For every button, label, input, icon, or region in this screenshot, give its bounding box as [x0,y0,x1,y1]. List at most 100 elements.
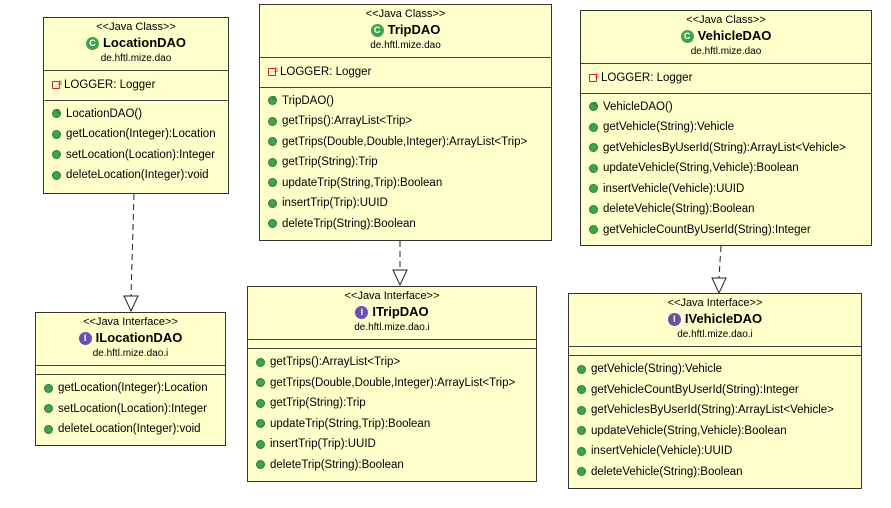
field-label: LOGGER: Logger [64,79,156,91]
class-name: LocationDAO [102,35,187,50]
method-row: getTrip(String):Trip [268,152,545,173]
interface-header: <<Java Interface>> I IVehicleDAO de.hftl… [569,294,861,347]
interface-box-ilocationdao[interactable]: <<Java Interface>> I ILocationDAO de.hft… [35,312,226,446]
public-method-icon [256,378,265,388]
public-method-icon [52,129,61,139]
package-name: de.hftl.mize.dao.i [677,329,753,340]
package-name: de.hftl.mize.dao [370,40,441,51]
method-row: deleteVehicle(String):Boolean [577,462,855,483]
attributes-section: LOGGER: Logger [581,64,871,94]
field-label: LOGGER: Logger [601,72,693,84]
method-row: updateTrip(String,Trip):Boolean [256,414,530,435]
interface-name: ILocationDAO [95,330,183,345]
interface-icon: I [667,312,681,326]
public-method-icon [256,357,265,367]
method-label: getTrips():ArrayList<Trip> [270,356,401,368]
package-name: de.hftl.mize.dao.i [354,322,430,333]
method-row: setLocation(Location):Integer [52,145,222,166]
static-private-field-icon [52,73,62,94]
interface-name: ITripDAO [372,304,429,319]
method-label: getLocation(Integer):Location [66,128,216,140]
class-box-locationdao[interactable]: <<Java Class>> C LocationDAO de.hftl.miz… [43,17,229,194]
method-label: updateTrip(String,Trip):Boolean [282,176,443,189]
method-row: getTrips():ArrayList<Trip> [268,111,545,132]
public-method-icon [589,163,598,173]
public-method-icon [577,426,586,436]
class-box-vehicledao[interactable]: <<Java Class>> C VehicleDAO de.hftl.mize… [580,10,872,246]
constructor-icon [589,95,598,116]
public-method-icon [577,467,586,477]
method-row: VehicleDAO() [589,95,865,118]
interface-icon: I [78,331,92,345]
package-name: de.hftl.mize.dao [100,53,172,64]
public-method-icon [577,364,586,374]
field-row: LOGGER: Logger [589,66,865,89]
interface-icon: I [355,305,369,319]
class-icon: C [85,36,99,50]
public-method-icon [577,446,586,456]
public-method-icon [256,439,265,449]
method-row: getLocation(Integer):Location [44,378,219,399]
method-row: getTrips():ArrayList<Trip> [256,352,530,373]
method-label: getTrip(String):Trip [270,397,366,409]
method-row: getVehicleCountByUserId(String):Integer [589,220,865,241]
method-row: deleteVehicle(String):Boolean [589,199,865,220]
method-label: updateTrip(String,Trip):Boolean [270,417,431,430]
class-box-tripdao[interactable]: <<Java Class>> C TripDAO de.hftl.mize.da… [259,4,552,241]
method-label: LocationDAO() [66,107,143,120]
stereotype-label: <<Java Interface>> [667,297,763,309]
package-name: de.hftl.mize.dao.i [92,348,169,359]
realization-line-location [130,193,135,297]
method-label: deleteVehicle(String):Boolean [603,203,755,215]
methods-section: VehicleDAO() getVehicle(String):Vehicle … [581,94,871,245]
method-row: getTrips(Double,Double,Integer):ArrayLis… [268,132,545,153]
public-method-icon [268,178,277,188]
stereotype-label: <<Java Class>> [365,8,446,20]
public-method-icon [52,170,61,180]
stereotype-label: <<Java Interface>> [344,290,440,302]
method-row: updateVehicle(String,Vehicle):Boolean [589,158,865,179]
public-method-icon [44,383,53,393]
method-row: getVehiclesByUserId(String):ArrayList<Ve… [577,400,855,421]
class-name: VehicleDAO [697,28,772,43]
public-method-icon [268,137,277,147]
constructor-icon [268,89,277,110]
method-label: insertVehicle(Vehicle):UUID [591,445,733,457]
stereotype-label: <<Java Class>> [686,14,766,26]
public-method-icon [256,460,265,470]
method-row: deleteTrip(String):Boolean [268,214,545,235]
method-row: LocationDAO() [52,102,222,125]
method-row: getTrip(String):Trip [256,393,530,414]
public-method-icon [268,219,277,229]
field-row: LOGGER: Logger [52,73,222,96]
interface-box-itripdao[interactable]: <<Java Interface>> I ITripDAO de.hftl.mi… [247,286,537,482]
method-label: getVehiclesByUserId(String):ArrayList<Ve… [591,404,834,416]
method-label: deleteLocation(Integer):void [58,423,201,435]
interface-box-ivehicledao[interactable]: <<Java Interface>> I IVehicleDAO de.hftl… [568,293,862,489]
public-method-icon [256,419,265,429]
method-label: updateVehicle(String,Vehicle):Boolean [603,162,799,174]
method-label: insertTrip(Trip):UUID [282,197,388,209]
method-label: deleteTrip(String):Boolean [270,458,404,471]
method-label: getVehiclesByUserId(String):ArrayList<Ve… [603,141,846,154]
realization-arrowhead-location [123,295,139,313]
constructor-icon [52,102,61,123]
static-private-field-icon [589,66,599,87]
public-method-icon [589,204,598,214]
method-label: getTrip(String):Trip [282,156,378,168]
realization-arrowhead-vehicle [711,277,727,295]
class-name: TripDAO [387,22,441,37]
attributes-section: LOGGER: Logger [260,58,551,88]
interface-title: I ILocationDAO [36,329,225,347]
method-row: getLocation(Integer):Location [52,124,222,145]
method-row: getVehicle(String):Vehicle [577,359,855,380]
method-row: updateVehicle(String,Vehicle):Boolean [577,421,855,442]
method-label: getVehicleCountByUserId(String):Integer [591,383,799,396]
attributes-section [36,366,225,375]
public-method-icon [589,184,598,194]
class-icon: C [370,23,384,37]
class-title: C LocationDAO [44,34,228,52]
public-method-icon [577,405,586,415]
class-title: C VehicleDAO [581,27,871,45]
class-header: <<Java Class>> C TripDAO de.hftl.mize.da… [260,5,551,58]
